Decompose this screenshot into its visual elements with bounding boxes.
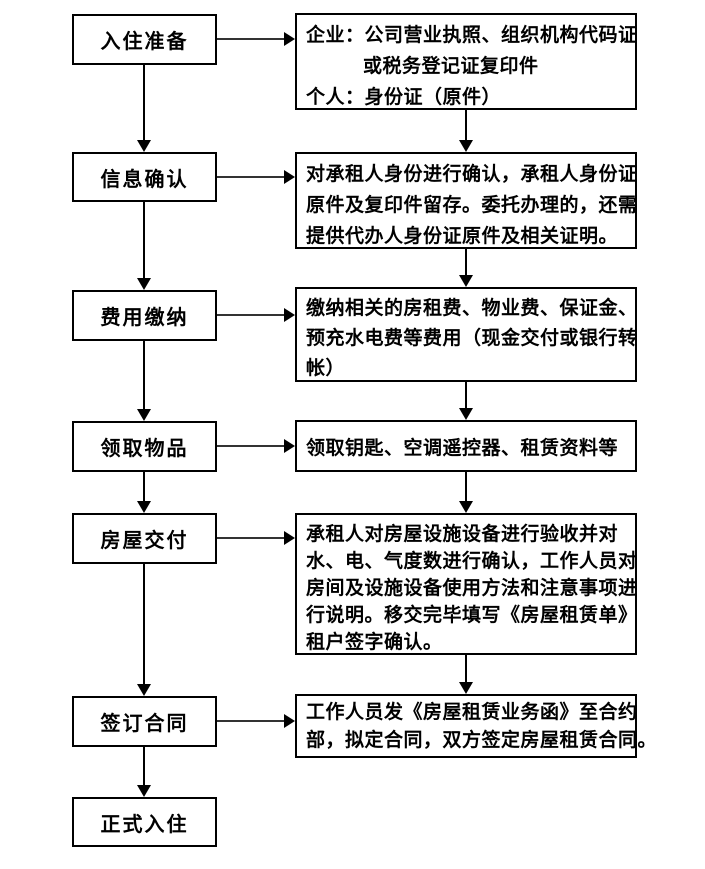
down-arrow-head-icon — [137, 140, 151, 152]
detail-line: 部，拟定合同，双方签定房屋租赁合同。 — [306, 730, 658, 751]
right-arrow-line — [217, 445, 284, 447]
step-box-official-move-in: 正式入住 — [72, 797, 217, 847]
step-label: 房屋交付 — [100, 530, 189, 552]
down-arrow-head-icon — [137, 684, 151, 696]
detail-line: 领取钥匙、空调遥控器、租赁资料等 — [306, 438, 619, 459]
down-arrow-line — [143, 65, 145, 140]
step-label: 签订合同 — [100, 713, 189, 735]
down-arrow-line — [143, 564, 145, 684]
detail-line: 租户签字确认。 — [306, 632, 443, 653]
detail-line: 行说明。移交完毕填写《房屋租赁单》 — [306, 605, 638, 626]
down-arrow-head-icon — [137, 409, 151, 421]
detail-line: 缴纳相关的房租费、物业费、保证金、 — [306, 298, 638, 319]
step-box-sign-contract: 签订合同 — [72, 696, 217, 747]
detail-line: 预充水电费等费用（现金交付或银行转 — [306, 328, 638, 349]
right-arrow-line — [217, 537, 284, 539]
down-arrow-line — [465, 655, 467, 682]
detail-line: 提供代办人身份证原件及相关证明。 — [306, 226, 619, 247]
down-arrow-head-icon — [459, 501, 473, 513]
right-arrow-line — [217, 176, 284, 178]
detail-line: 水、电、气度数进行确认，工作人员对 — [306, 551, 638, 572]
detail-line: 原件及复印件留存。委托办理的，还需 — [306, 195, 638, 216]
step-box-move-in-prep: 入住准备 — [72, 14, 217, 65]
right-arrow-line — [217, 314, 284, 316]
detail-box-prep-documents: 企业：公司营业执照、组织机构代码证 或税务登记证复印件 个人：身份证（原件） — [295, 13, 637, 110]
down-arrow-line — [465, 472, 467, 501]
down-arrow-line — [465, 382, 467, 408]
down-arrow-line — [465, 249, 467, 275]
right-arrow-head-icon — [284, 439, 295, 453]
detail-box-handover: 承租人对房屋设施设备进行验收并对 水、电、气度数进行确认，工作人员对 房间及设施… — [295, 513, 637, 655]
detail-line: 帐） — [306, 358, 346, 379]
detail-line: 工作人员发《房屋租赁业务函》至合约 — [306, 702, 638, 723]
detail-line: 对承租人身份进行确认，承租人身份证 — [306, 164, 638, 185]
step-label: 正式入住 — [100, 813, 189, 836]
down-arrow-head-icon — [459, 140, 473, 152]
detail-line: 个人：身份证（原件） — [306, 87, 502, 108]
step-box-house-handover: 房屋交付 — [72, 513, 217, 564]
detail-line: 房间及设施设备使用方法和注意事项进 — [306, 578, 638, 599]
detail-line-indented: 或税务登记证复印件 — [363, 56, 539, 77]
step-box-info-confirm: 信息确认 — [72, 152, 217, 202]
down-arrow-head-icon — [459, 682, 473, 694]
detail-box-contract: 工作人员发《房屋租赁业务函》至合约 部，拟定合同，双方签定房屋租赁合同。 — [295, 694, 658, 758]
down-arrow-line — [143, 747, 145, 785]
right-arrow-head-icon — [284, 531, 295, 545]
right-arrow-head-icon — [284, 32, 295, 46]
step-label: 信息确认 — [100, 168, 189, 191]
detail-line: 企业：公司营业执照、组织机构代码证 — [306, 25, 638, 46]
down-arrow-line — [143, 341, 145, 409]
step-box-collect-items: 领取物品 — [72, 421, 217, 472]
step-label: 领取物品 — [100, 438, 189, 460]
step-label: 入住准备 — [100, 31, 189, 53]
down-arrow-head-icon — [137, 278, 151, 290]
detail-box-fees: 缴纳相关的房租费、物业费、保证金、 预充水电费等费用（现金交付或银行转 帐） — [295, 287, 637, 382]
down-arrow-line — [143, 472, 145, 501]
right-arrow-head-icon — [284, 170, 295, 184]
step-label: 费用缴纳 — [100, 307, 189, 329]
down-arrow-head-icon — [459, 408, 473, 420]
down-arrow-line — [143, 202, 145, 278]
detail-line: 承租人对房屋设施设备进行验收并对 — [306, 524, 619, 545]
right-arrow-head-icon — [284, 308, 295, 322]
down-arrow-head-icon — [459, 275, 473, 287]
step-box-fee-payment: 费用缴纳 — [72, 290, 217, 341]
right-arrow-line — [217, 38, 284, 40]
down-arrow-head-icon — [137, 785, 151, 797]
right-arrow-head-icon — [284, 714, 295, 728]
detail-box-items: 领取钥匙、空调遥控器、租赁资料等 — [295, 420, 637, 472]
down-arrow-line — [465, 110, 467, 140]
right-arrow-line — [217, 720, 284, 722]
detail-box-identity-check: 对承租人身份进行确认，承租人身份证 原件及复印件留存。委托办理的，还需 提供代办… — [295, 152, 637, 249]
down-arrow-head-icon — [137, 501, 151, 513]
